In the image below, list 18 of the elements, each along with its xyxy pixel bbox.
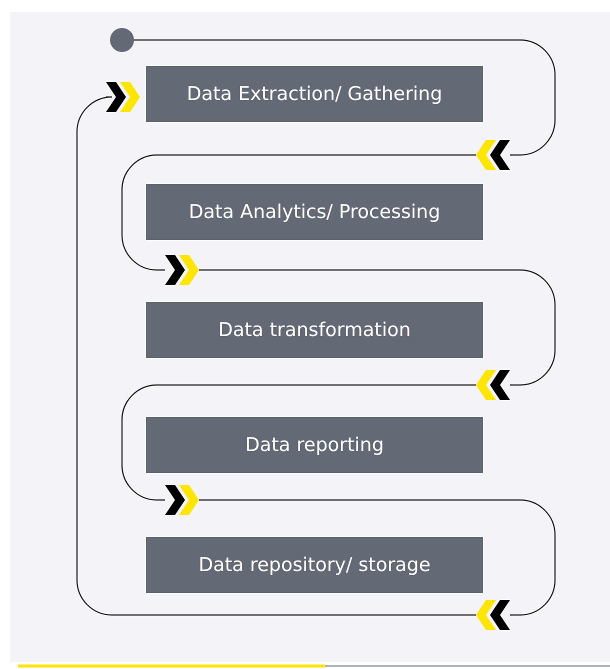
process-box	[146, 417, 483, 473]
box-label: Data Analytics/ Processing	[188, 201, 440, 223]
process-box	[146, 184, 483, 240]
chevron-icon	[106, 82, 140, 112]
chevron-icon	[165, 485, 199, 515]
connector-line	[121, 154, 476, 271]
process-box	[146, 302, 483, 358]
chevron-icon	[165, 255, 199, 285]
box-label: Data Extraction/ Gathering	[186, 83, 442, 105]
connector-line	[121, 384, 476, 501]
chevron-icon	[476, 370, 510, 400]
chevron-icon	[476, 140, 510, 170]
box-label: Data transformation	[218, 319, 411, 341]
process-box	[146, 537, 483, 593]
box-label: Data repository/ storage	[198, 554, 431, 576]
chevron-icon	[476, 600, 510, 630]
process-box	[146, 66, 483, 122]
box-label: Data reporting	[245, 434, 384, 456]
